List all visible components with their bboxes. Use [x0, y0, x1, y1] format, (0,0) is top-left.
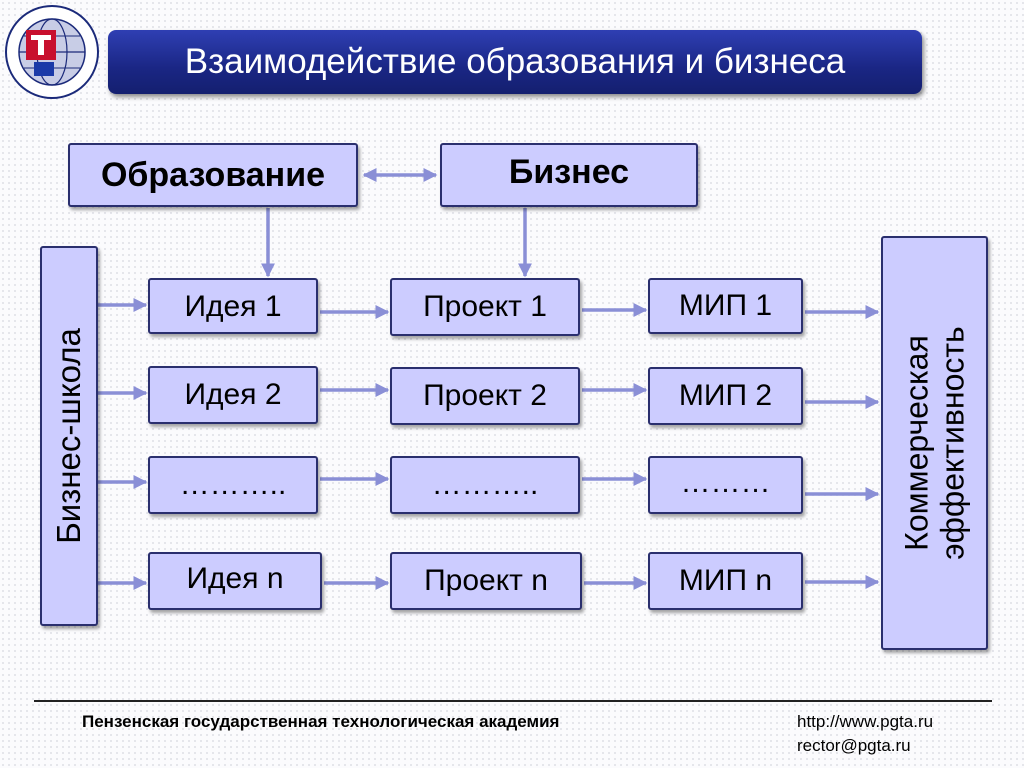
project-box: Проект 2 [390, 367, 580, 425]
project-label: Проект 1 [423, 290, 547, 323]
mip-label: МИП 1 [678, 289, 773, 322]
page-title: Взаимодействие образования и бизнеса [108, 30, 922, 94]
business-label: Бизнес [508, 153, 630, 191]
project-label: Проект n [424, 564, 548, 597]
footer-website-link[interactable]: http://www.pgta.ru [797, 712, 934, 731]
project-box: Проект 1 [390, 278, 580, 336]
education-label: Образование [100, 155, 326, 194]
mip-box: МИП 1 [648, 278, 803, 334]
mip-label: ……… [680, 466, 771, 499]
idea-box: Идея n [148, 552, 322, 610]
idea-label: Идея n [186, 562, 284, 595]
business-box: Бизнес [440, 143, 698, 207]
idea-box: Идея 1 [148, 278, 318, 334]
mip-box: МИП 2 [648, 367, 803, 425]
commercial-efficiency-label: Коммерческая эффективность [899, 326, 971, 559]
education-box: Образование [68, 143, 358, 207]
project-label: Проект 2 [423, 379, 547, 412]
idea-label: Идея 2 [184, 378, 282, 411]
academy-logo [5, 5, 99, 99]
project-box: Проект n [390, 552, 582, 610]
project-box: ……….. [390, 456, 580, 514]
mip-box: МИП n [648, 552, 803, 610]
commercial-efficiency-box: Коммерческая эффективность [881, 236, 988, 650]
idea-box: Идея 2 [148, 366, 318, 424]
mip-box: ……… [648, 456, 803, 514]
mip-label: МИП n [678, 564, 773, 597]
footer-contacts: http://www.pgta.ru rector@pgta.ru [797, 710, 933, 758]
mip-label: МИП 2 [678, 379, 773, 412]
idea-box: ……….. [148, 456, 318, 514]
footer-divider [34, 700, 992, 702]
commercial-efficiency-line-2: эффективность [934, 326, 971, 560]
idea-label: ……….. [179, 468, 287, 501]
footer-organization: Пензенская государственная технологическ… [82, 712, 560, 731]
footer-email-link[interactable]: rector@pgta.ru [797, 736, 911, 755]
project-label: ……….. [431, 468, 539, 501]
idea-label: Идея 1 [184, 290, 282, 323]
business-school-label: Бизнес-школа [50, 328, 87, 544]
business-school-box: Бизнес-школа [40, 246, 98, 626]
commercial-efficiency-line-1: Коммерческая [898, 335, 935, 551]
